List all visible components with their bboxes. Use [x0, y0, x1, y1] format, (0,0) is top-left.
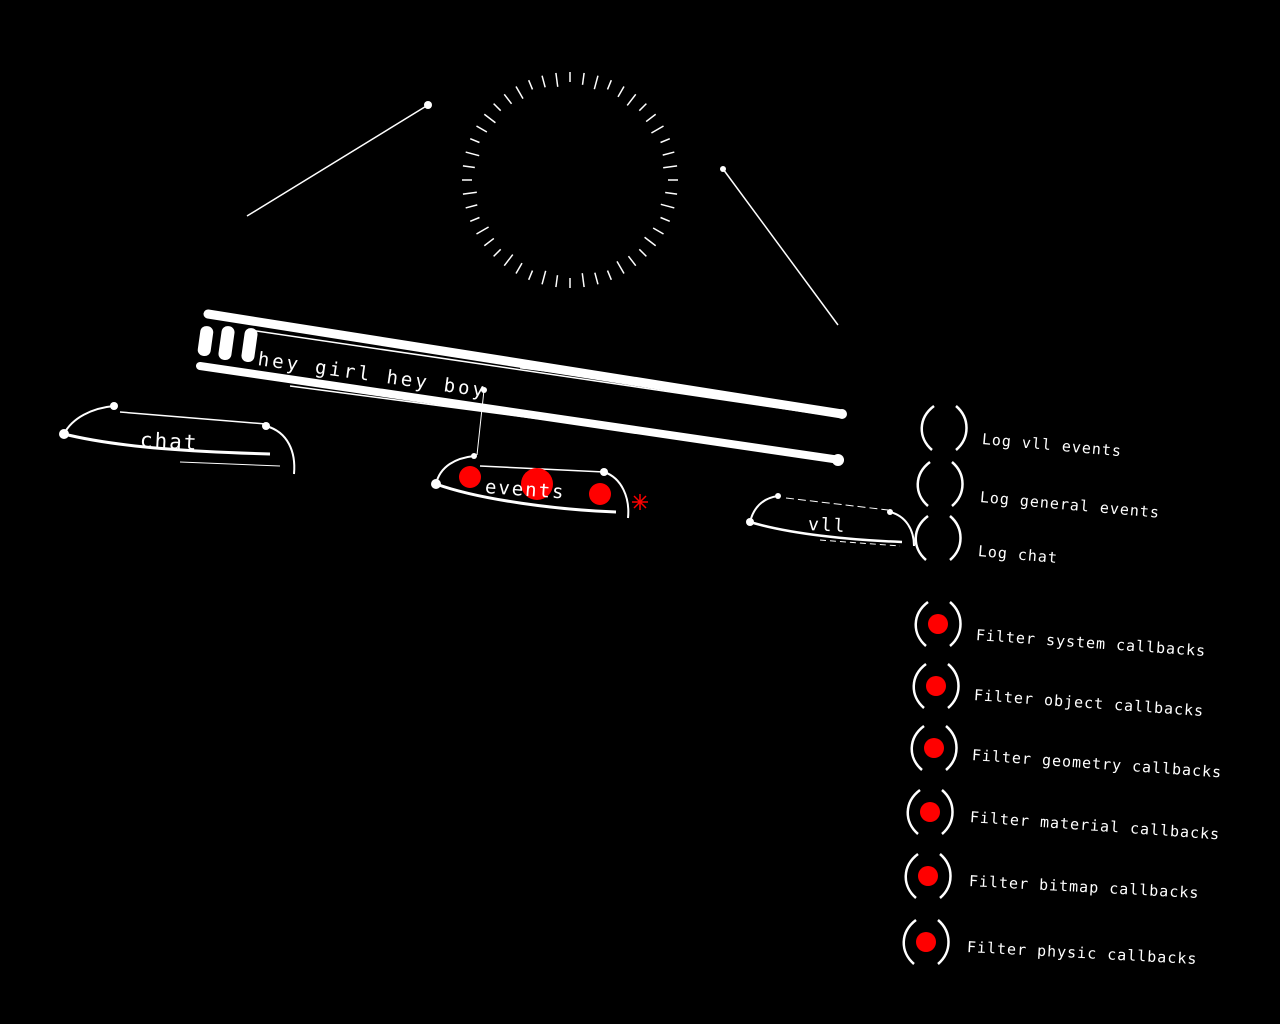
dial-tick	[476, 226, 489, 235]
check-indicator	[926, 676, 946, 696]
dial-tick	[493, 103, 502, 112]
dial-tick	[663, 165, 678, 169]
dial-tick	[652, 227, 664, 235]
dial-tick	[651, 125, 664, 134]
dial-tick	[462, 191, 477, 195]
bracket-right	[949, 601, 962, 647]
bracket-right	[947, 663, 960, 709]
checkbox-filter-material-box[interactable]	[906, 789, 954, 835]
checkbox-filter-physic-box[interactable]	[902, 919, 950, 965]
bracket-right	[941, 789, 954, 835]
checkbox-filter-geometry-box[interactable]	[910, 725, 958, 771]
tab-chat[interactable]: chat	[139, 428, 199, 455]
dial-tick	[616, 261, 625, 274]
dial-tick	[515, 86, 524, 99]
dial-tick	[606, 79, 613, 90]
check-indicator	[928, 614, 948, 634]
check-indicator	[916, 932, 936, 952]
dial-tick	[469, 216, 480, 223]
tab-all-label: vll	[807, 514, 848, 538]
dial-tick	[503, 93, 513, 105]
needle-left	[246, 101, 432, 217]
checkbox-log-chat-box[interactable]	[914, 515, 962, 561]
check-indicator	[918, 866, 938, 886]
dial-tick	[594, 272, 599, 285]
bracket-right	[937, 919, 950, 965]
bracket-left	[904, 853, 919, 899]
checkbox-filter-system-box[interactable]	[914, 601, 962, 647]
check-indicator	[924, 738, 944, 758]
send-button[interactable]	[195, 322, 261, 366]
bracket-right	[939, 853, 952, 899]
dial-tick	[660, 203, 675, 209]
tab-chat-label: chat	[139, 428, 200, 456]
dial-tick	[662, 151, 675, 156]
dial-tick	[617, 86, 625, 98]
bracket-right	[951, 461, 964, 507]
checkbox-filter-object-box[interactable]	[912, 663, 960, 709]
dial-tick	[469, 137, 480, 144]
dial-tick	[638, 103, 647, 112]
checkbox-log-all-box[interactable]	[920, 405, 968, 451]
dial-tick	[515, 262, 523, 274]
bracket-left	[920, 405, 935, 451]
check-indicator	[920, 802, 940, 822]
dial-tick	[527, 79, 534, 90]
dial-tick	[476, 125, 488, 133]
bracket-right	[949, 515, 962, 561]
tab-all-shape	[746, 493, 915, 547]
bracket-left	[914, 515, 929, 561]
bracket-left	[914, 601, 929, 647]
dial-tick	[541, 75, 546, 88]
bracket-right	[945, 725, 958, 771]
dial-tick	[593, 75, 599, 90]
dial-tick	[527, 270, 534, 281]
dial-ring-icon	[462, 72, 678, 288]
input-bar-frame	[196, 309, 847, 466]
needle-right	[720, 166, 839, 326]
triple-capsule-icon	[197, 326, 258, 363]
dial-tick	[638, 248, 647, 257]
dial-tick	[660, 216, 671, 223]
dial-tick	[493, 248, 502, 257]
bracket-left	[912, 663, 927, 709]
dial-tick	[645, 113, 657, 123]
bracket-left	[906, 789, 921, 835]
dial-tick	[483, 237, 495, 247]
dial-tick	[465, 204, 478, 209]
dial-tick	[462, 165, 475, 169]
dial-tick	[483, 113, 496, 124]
bracket-left	[916, 461, 931, 507]
dial-tick	[465, 151, 480, 157]
checkbox-filter-bitmap-box[interactable]	[904, 853, 952, 899]
bracket-right	[955, 405, 968, 451]
dial-tick	[541, 270, 547, 285]
tab-events-shape	[431, 453, 630, 519]
dial-tick	[503, 254, 514, 267]
dial-tick	[581, 273, 585, 288]
dial-tick	[555, 275, 559, 288]
dial-tick	[581, 72, 585, 85]
dial-tick	[665, 191, 678, 195]
checkbox-log-general-box[interactable]	[916, 461, 964, 507]
dial-tick	[660, 137, 671, 144]
dial-tick	[626, 93, 637, 106]
bracket-left	[910, 725, 925, 771]
dial-tick	[606, 270, 613, 281]
bracket-left	[902, 919, 917, 965]
tab-chat-shape	[59, 402, 296, 475]
dial-tick	[555, 72, 559, 87]
dial-tick	[627, 255, 637, 267]
dial-tick	[644, 236, 657, 247]
tab-all[interactable]: vll	[807, 514, 847, 537]
sparkle-icon	[632, 494, 648, 510]
